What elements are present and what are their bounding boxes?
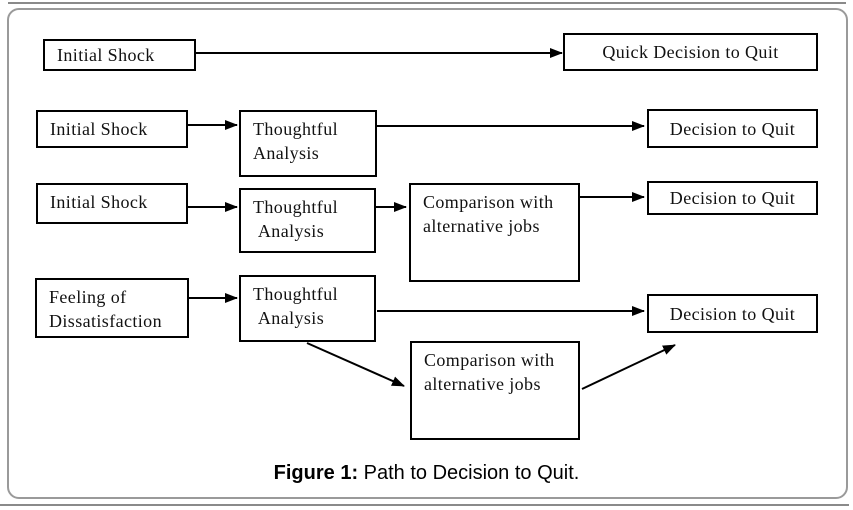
arrow-r4-comparison-to-decision [581,344,676,390]
flow-node-feeling-dissatisfaction: Feeling of Dissatisfaction [35,278,189,338]
flow-node-comparison-jobs-2: Comparison with alternative jobs [410,341,580,440]
flow-node-thoughtful-analysis-3: Thoughtful Analysis [239,275,376,342]
flow-node-initial-shock-2: Initial Shock [36,110,188,148]
flow-node-decision-to-quit-2: Decision to Quit [647,181,818,215]
flow-node-comparison-jobs-1: Comparison with alternative jobs [409,183,580,282]
top-rule-line [8,2,846,4]
figure-caption: Figure 1: Path to Decision to Quit. [0,462,853,485]
caption-text: Path to Decision to Quit. [358,462,580,484]
bottom-rule-line [0,504,849,506]
flow-node-decision-to-quit-3: Decision to Quit [647,294,818,333]
flow-node-decision-to-quit-1: Decision to Quit [647,109,818,148]
flow-node-thoughtful-analysis-1: Thoughtful Analysis [239,110,377,177]
flow-node-initial-shock-1: Initial Shock [43,39,196,71]
flow-node-thoughtful-analysis-2: Thoughtful Analysis [239,188,376,253]
arrow-r4-analysis-to-comparison [306,342,405,387]
flow-node-quick-decision-to-quit: Quick Decision to Quit [563,33,818,71]
flow-node-initial-shock-3: Initial Shock [36,183,188,224]
caption-label: Figure 1: [273,462,359,484]
